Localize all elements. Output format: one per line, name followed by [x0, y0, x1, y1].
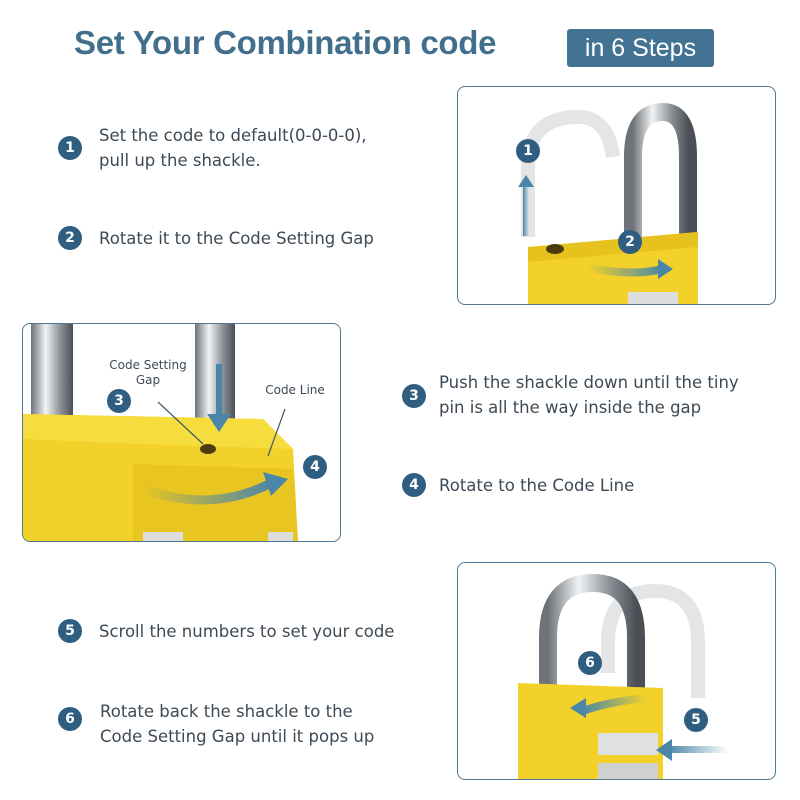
panel-2-marker-4: 4: [303, 455, 327, 479]
step-6-line-1: Rotate back the shackle to the: [100, 702, 353, 721]
step-1-line-1: Set the code to default(0-0-0-0),: [99, 126, 367, 145]
steps-badge: in 6 Steps: [567, 29, 714, 67]
step-2-number: 2: [58, 226, 82, 250]
page-title: Set Your Combination code: [74, 24, 497, 61]
step-6-number: 6: [58, 707, 82, 731]
step-6-line-2: Code Setting Gap until it pops up: [100, 727, 375, 746]
panel-2-marker-3: 3: [107, 389, 131, 413]
code-setting-gap-line-2: Gap: [135, 373, 161, 387]
step-2-text: Rotate it to the Code Setting Gap: [99, 229, 374, 248]
panel-3-marker-5: 5: [684, 708, 708, 732]
panel-steps-1-2: 1 2: [457, 86, 776, 305]
step-3-line-1: Push the shackle down until the tiny: [439, 373, 739, 392]
step-1-line-2: pull up the shackle.: [99, 151, 261, 170]
panel-1-marker-2: 2: [618, 230, 642, 254]
step-1-text: Set the code to default(0-0-0-0), pull up…: [99, 123, 367, 173]
step-4-text: Rotate to the Code Line: [439, 476, 635, 495]
lock-illustration-3: [518, 573, 728, 779]
step-3-text: Push the shackle down until the tiny pin …: [439, 370, 739, 420]
code-line-label: Code Line: [265, 383, 325, 397]
panel-steps-5-6: 6 5: [457, 562, 776, 780]
panel-1-marker-1: 1: [516, 139, 540, 163]
panel-3-marker-6: 6: [578, 651, 602, 675]
step-5-number: 5: [58, 619, 82, 643]
step-1-number: 1: [58, 136, 82, 160]
step-4-number: 4: [402, 473, 426, 497]
step-5-text: Scroll the numbers to set your code: [99, 622, 395, 641]
step-3-number: 3: [402, 384, 426, 408]
lock-illustration-1: [518, 102, 698, 304]
code-setting-gap-line-1: Code Setting: [109, 358, 187, 372]
lock-illustration-2: [23, 324, 298, 541]
step-3-line-2: pin is all the way inside the gap: [439, 398, 702, 417]
